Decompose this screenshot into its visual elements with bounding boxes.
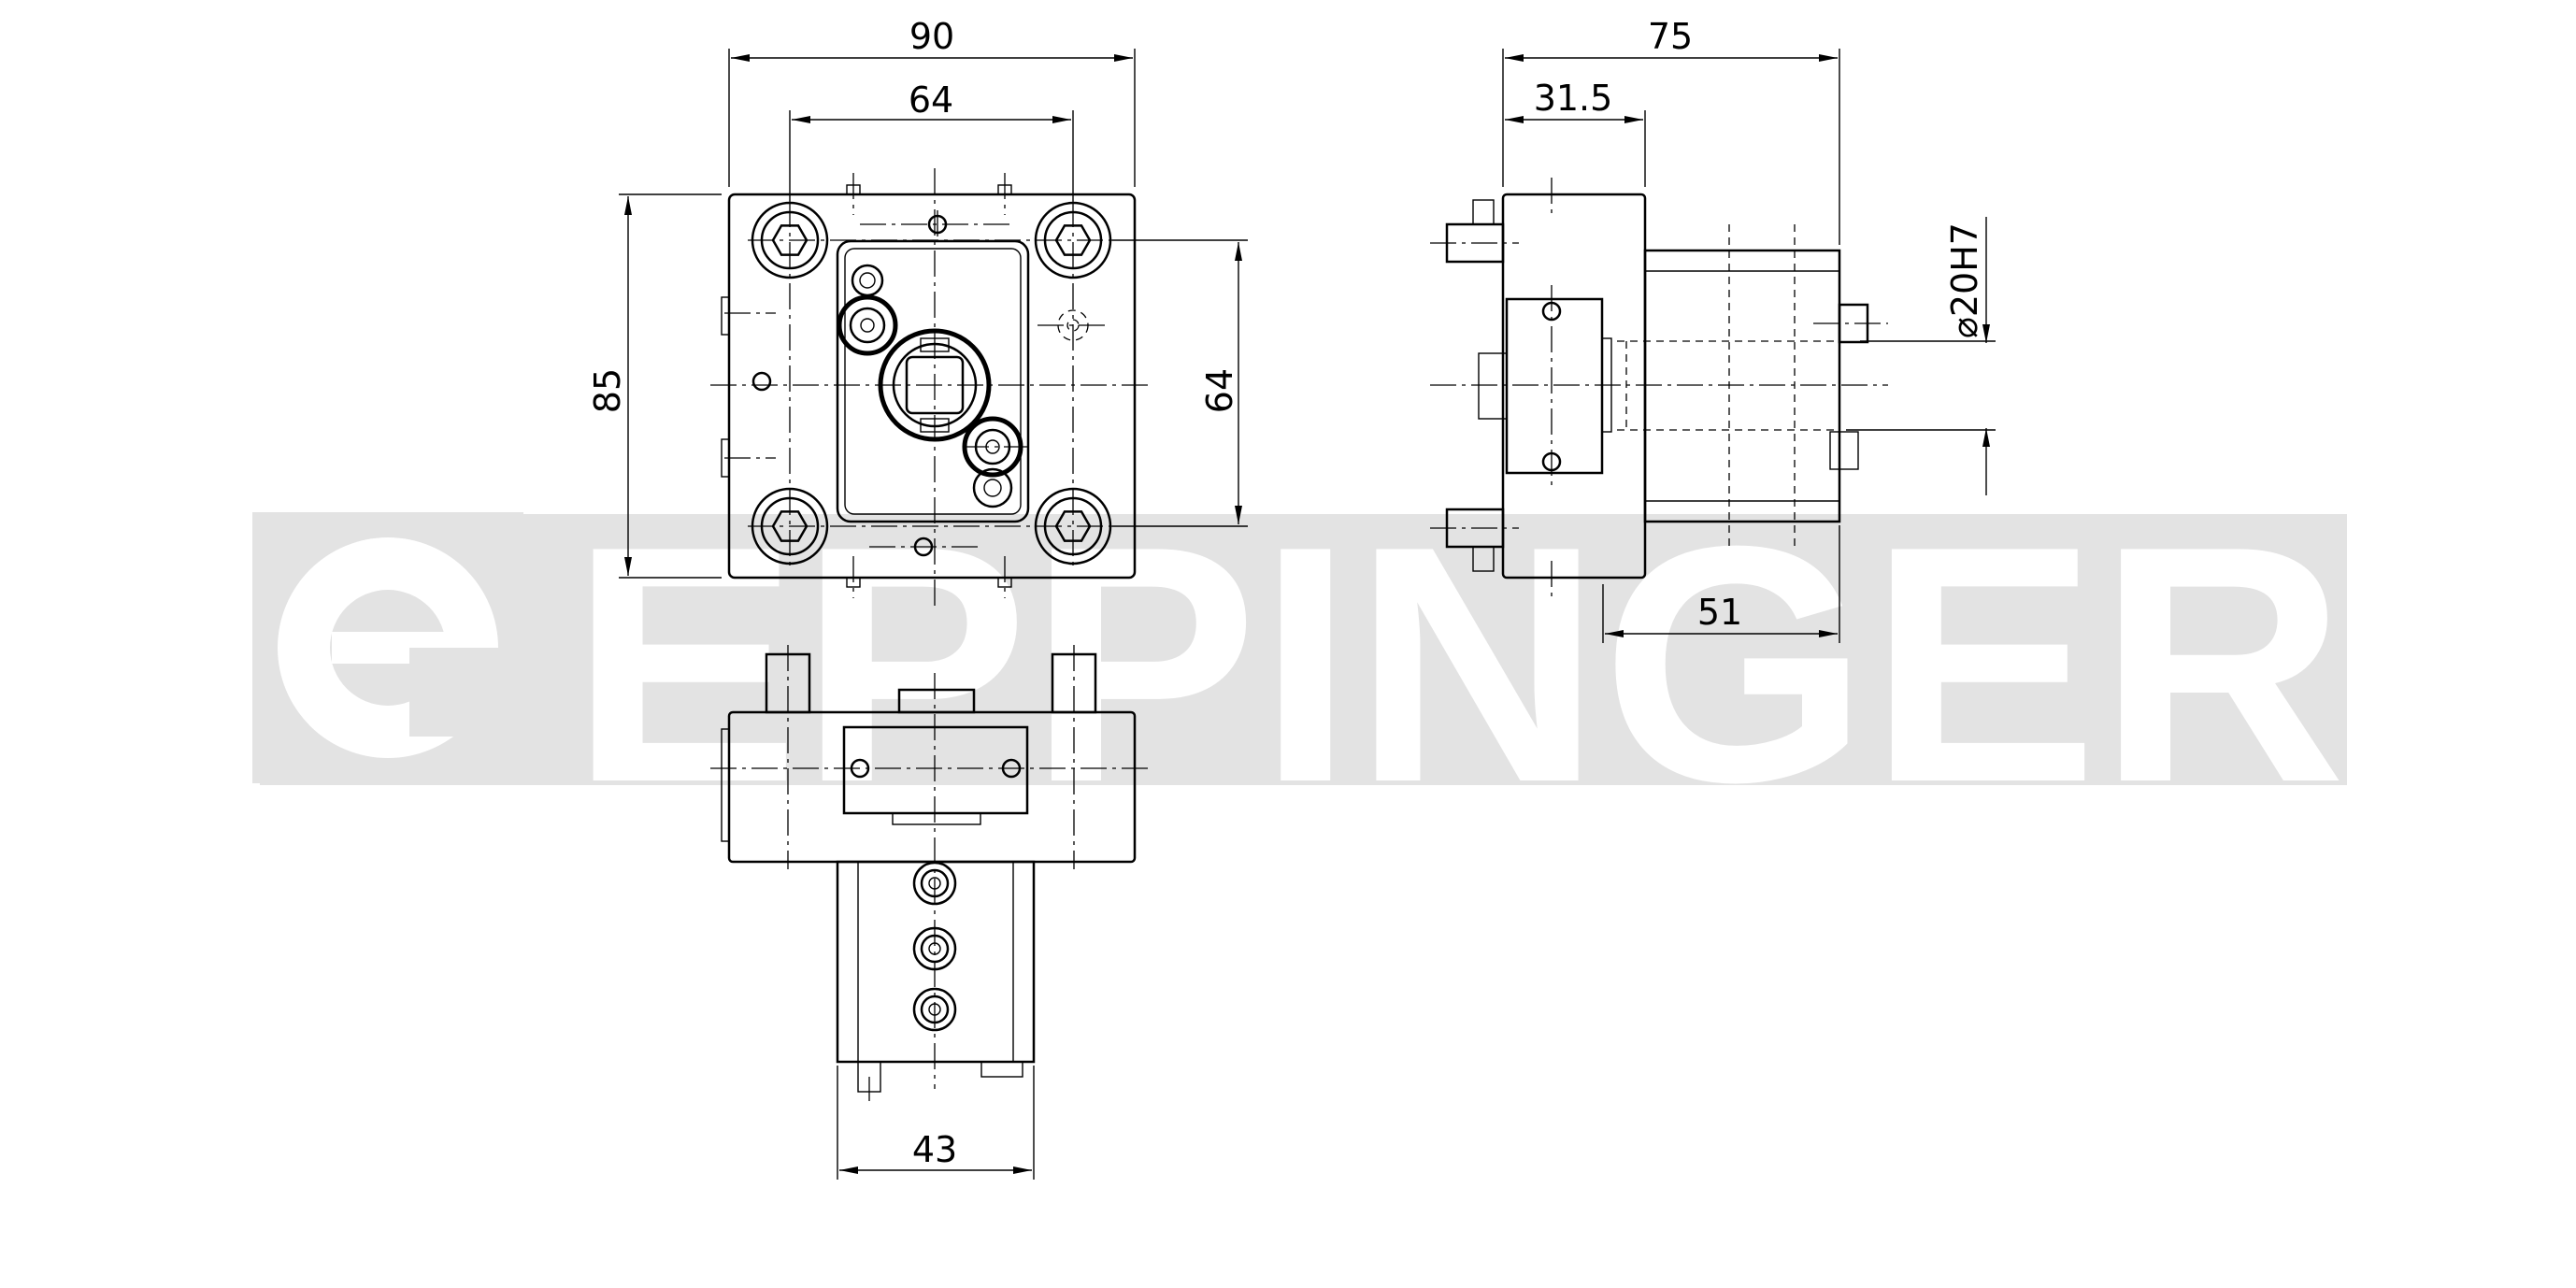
side-dimensions: 75 31.5 51 ⌀20H7 [1502,16,1996,643]
front-body-outline [727,193,1137,580]
dim-side-flange: 31.5 [1534,78,1613,119]
screw-icon [751,371,772,392]
side-clamp-plate [1505,297,1604,475]
side-shank-outline [1643,249,1841,523]
side-view [1430,178,1888,598]
dim-front-width: 90 [909,16,954,57]
front-dimensions: 90 64 85 64 [587,16,1248,579]
dim-top-shank-width: 43 [912,1129,957,1170]
eppinger-watermark: EPPINGER [252,477,2347,852]
front-view [710,168,1150,608]
top-view [710,645,1150,1101]
dim-front-bolt-spacing: 64 [909,79,953,121]
watermark-wordmark: EPPINGER [570,477,2346,852]
eppinger-logo-icon [278,537,498,758]
top-dimensions: 43 [837,1066,1035,1180]
front-inner-window [836,239,1030,523]
watermark-band [260,514,2347,785]
dim-side-shank: 51 [1697,592,1742,633]
dim-front-height: 85 [587,368,628,413]
grease-nipple-icon [837,264,898,356]
dim-side-length: 75 [1648,16,1693,57]
dim-side-bore: ⌀20H7 [1944,222,1985,338]
dim-front-bolt-spacing-vertical: 64 [1199,368,1240,413]
